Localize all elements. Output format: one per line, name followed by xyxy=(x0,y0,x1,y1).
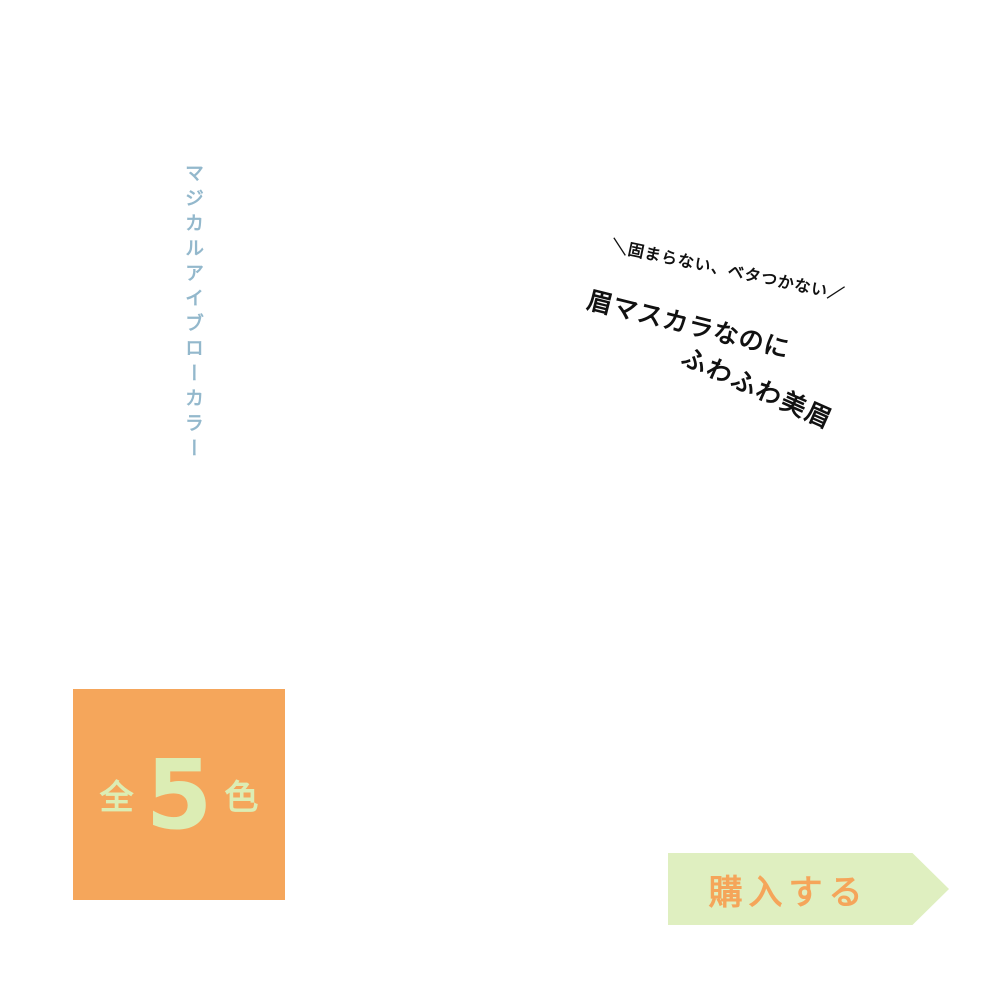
badge-suffix: 色 xyxy=(224,778,259,818)
buy-button-label: 購入する xyxy=(708,872,869,913)
color-count-badge: 全 5 色 xyxy=(73,689,285,900)
buy-button[interactable]: 購入する xyxy=(668,853,949,925)
badge-number: 5 xyxy=(145,738,213,851)
badge-prefix: 全 xyxy=(99,778,134,818)
product-name-vertical: マジカルアイブローカラー xyxy=(182,163,204,463)
